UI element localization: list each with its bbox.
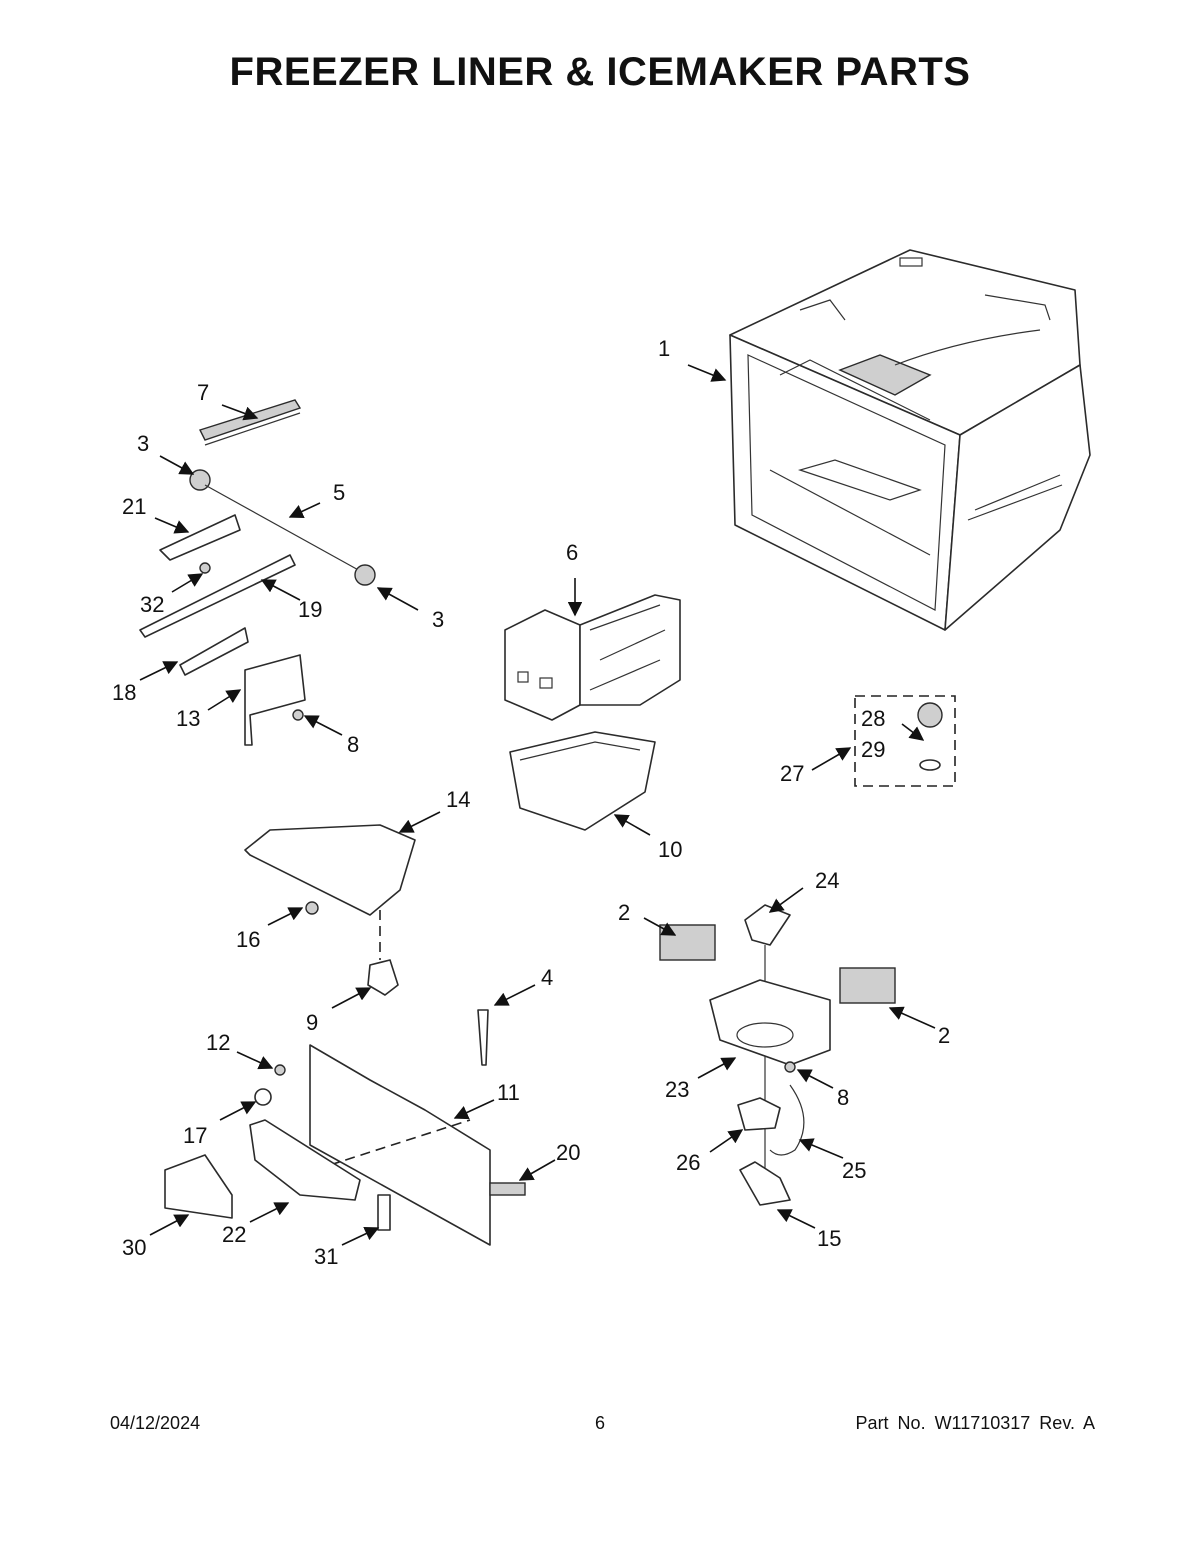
callout-label: 29 — [861, 737, 885, 762]
callout-label: 17 — [183, 1123, 207, 1148]
part-12-screw — [274, 1064, 286, 1076]
callout-label: 28 — [861, 706, 885, 731]
part-24-fan-blade — [744, 904, 791, 946]
callout-label: 4 — [541, 965, 553, 990]
callout-label: 9 — [306, 1010, 318, 1035]
part-27-group-box — [854, 695, 956, 787]
callout-label: 3 — [432, 607, 444, 632]
page-title: FREEZER LINER & ICEMAKER PARTS — [229, 50, 971, 94]
part-10-ice-bin — [509, 731, 656, 831]
part-17-damper — [254, 1088, 272, 1106]
part-22-grille — [249, 1119, 361, 1201]
callout-label: 27 — [780, 761, 804, 786]
callout-label: 22 — [222, 1222, 246, 1247]
callout-label: 2 — [938, 1023, 950, 1048]
callout-label: 8 — [837, 1085, 849, 1110]
part-7-rail-edge — [204, 412, 301, 446]
part-3-gear-lower — [354, 564, 376, 586]
part-7-rail — [199, 399, 302, 441]
part-25-wire — [769, 1084, 805, 1156]
callout-label: 32 — [140, 592, 164, 617]
part-23-opening — [736, 1022, 794, 1048]
callout-label: 21 — [122, 494, 146, 519]
callout-label: 1 — [658, 336, 670, 361]
callout-numbers: 1 7 3 5 21 32 19 3 18 13 8 6 28 29 27 10… — [112, 336, 950, 1269]
callout-label: 31 — [314, 1244, 338, 1269]
freezer-liner — [729, 249, 1091, 631]
callout-label: 11 — [497, 1080, 520, 1105]
part-31-clip — [377, 1194, 391, 1231]
callout-label: 14 — [446, 787, 470, 812]
part-10-rim — [519, 741, 641, 761]
part-3-gear-upper — [189, 469, 211, 491]
callout-label: 13 — [176, 706, 200, 731]
part-4-thermistor — [477, 1009, 489, 1066]
part-13-plate — [244, 654, 306, 746]
part-29-washer — [919, 759, 941, 771]
callout-label: 19 — [298, 597, 322, 622]
callout-label: 30 — [122, 1235, 146, 1260]
part-8-screw-left — [292, 709, 304, 721]
part-6-icemaker — [504, 594, 681, 721]
part-18-bracket — [179, 627, 249, 676]
callout-label: 16 — [236, 927, 260, 952]
part-9-door-motor — [367, 959, 399, 996]
footer-date: 04/12/2024 — [110, 1413, 201, 1433]
part-16-clip — [305, 901, 319, 915]
callout-label: 2 — [618, 900, 630, 925]
callout-label: 7 — [197, 380, 209, 405]
footer-part-number: Part No. W11710317 Rev. A — [855, 1413, 1095, 1433]
part-8-screw-right — [784, 1061, 796, 1073]
callout-label: 6 — [566, 540, 578, 565]
part-11-panel — [309, 1044, 491, 1246]
callout-label: 26 — [676, 1150, 700, 1175]
callout-label: 15 — [817, 1226, 841, 1251]
part-5-shaft — [204, 484, 363, 573]
part-19-slide — [139, 554, 296, 638]
part-14-ice-chute — [244, 824, 416, 916]
part-11-dash-line — [329, 1119, 471, 1166]
callout-label: 24 — [815, 868, 839, 893]
part-26-fan-motor — [737, 1097, 781, 1131]
callout-label: 25 — [842, 1158, 866, 1183]
footer-page-number: 6 — [594, 1413, 605, 1433]
part-21-bracket — [159, 514, 241, 561]
callout-label: 20 — [556, 1140, 580, 1165]
part-15-bracket — [739, 1161, 791, 1206]
part-30-cover — [164, 1154, 233, 1219]
callout-label: 8 — [347, 732, 359, 757]
callout-label: 10 — [658, 837, 682, 862]
part-2-pad-left — [659, 924, 716, 961]
callout-label: 12 — [206, 1030, 230, 1055]
callout-label: 23 — [665, 1077, 689, 1102]
part-28-fitting — [917, 702, 943, 728]
part-23-fan-shroud — [709, 979, 831, 1066]
callout-label: 18 — [112, 680, 136, 705]
part-20-strip — [489, 1182, 526, 1196]
leader-lines — [139, 364, 936, 1246]
callout-label: 3 — [137, 431, 149, 456]
part-32-screw — [199, 562, 211, 574]
part-2-pad-right — [839, 967, 896, 1004]
callout-label: 5 — [333, 480, 345, 505]
